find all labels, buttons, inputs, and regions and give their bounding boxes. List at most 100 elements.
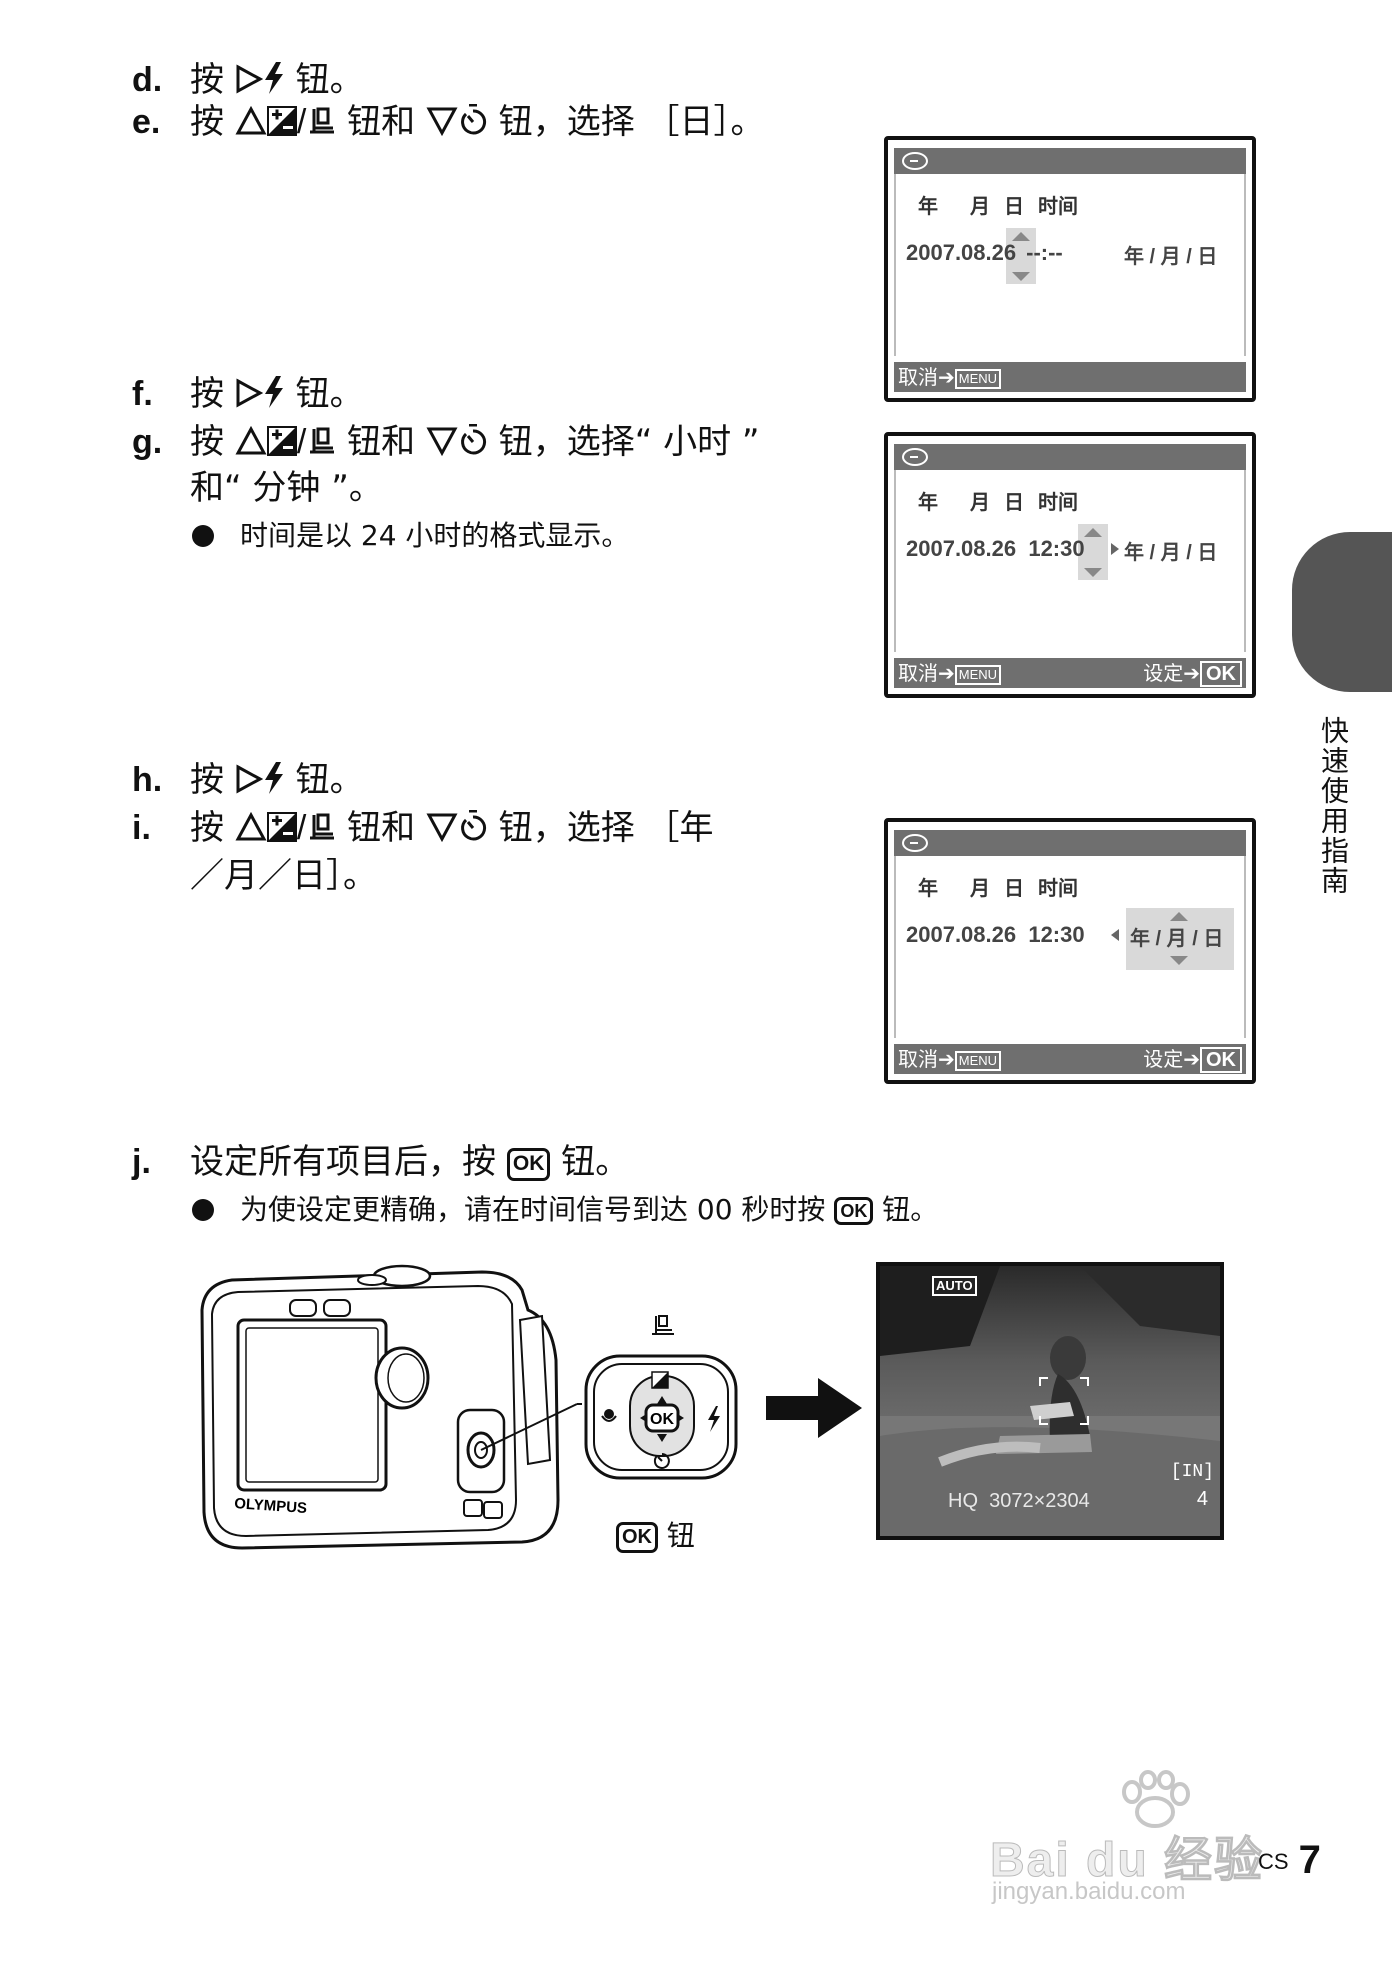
camera-live-view: AUTO [IN] HQ 3072×2304 4 (876, 1262, 1224, 1540)
down-triangle-icon (426, 813, 458, 843)
lcd-title-bar (894, 830, 1246, 856)
flash-icon (264, 62, 283, 95)
date-format: 年 / 月 / 日 (1124, 542, 1218, 564)
flash-icon (708, 1406, 720, 1432)
text-part: 钮，选择 ［日］。 (498, 102, 765, 142)
exposure-compensation-icon (266, 426, 297, 457)
ok-button-icon: OK (834, 1196, 874, 1226)
date-time-value: 2007.08.26 12:30 (906, 536, 1085, 562)
day-field: 26 (991, 240, 1017, 265)
self-timer-icon (460, 810, 486, 841)
text-part: 钮。 (561, 1142, 630, 1182)
exposure-compensation-icon (266, 812, 297, 843)
bullet-icon (192, 525, 214, 547)
step-text: 按 / 钮和 钮，选择 ［年 (190, 808, 714, 848)
section-label: 快速使用指南 (1317, 716, 1350, 896)
text-part: 钮。 (295, 374, 364, 414)
menu-key: MENU (954, 1051, 1002, 1071)
watermark-url: jingyan.baidu.com (992, 1878, 1186, 1905)
right-triangle-icon (236, 64, 263, 94)
print-icon (310, 107, 335, 134)
caption-text: 钮 (666, 1519, 695, 1552)
ok-button-icon: OK (616, 1521, 658, 1553)
print-icon (310, 813, 335, 840)
step-text: 按 / 钮和 钮，选择 ［日］。 (190, 102, 765, 142)
step-f: f. 按 钮。 (132, 370, 364, 418)
text-part: 按 (190, 102, 224, 142)
up-triangle-icon (235, 426, 267, 455)
date-part: 2007.08. (906, 240, 992, 265)
self-timer-icon (460, 104, 486, 135)
step-letter: h. (132, 761, 163, 799)
lcd-bottom-bar: 取消➔MENU 设定➔OK (894, 1044, 1246, 1074)
up-arrow-icon (1084, 528, 1102, 537)
step-letter: e. (132, 103, 161, 141)
header-time: 时间 (1038, 196, 1078, 218)
date-part: 2007.08.26 12: (906, 536, 1061, 561)
set-label: 设定 (1143, 1047, 1184, 1071)
down-arrow-icon (1012, 272, 1030, 281)
down-arrow-icon (1084, 568, 1102, 577)
lcd-body (894, 856, 1246, 1038)
bullet-icon (192, 1199, 214, 1221)
date-format: 年 / 月 / 日 (1130, 928, 1224, 950)
header-year: 年 (918, 196, 938, 218)
note-text: 钮。 (882, 1193, 939, 1226)
macro-icon (601, 1409, 617, 1422)
step-j: j.设定所有项目后，按 OK 钮。 (132, 1138, 629, 1186)
step-text: 按 / 钮和 钮，选择“ 小时 ” (190, 422, 760, 462)
date-time-value: 2007.08.26 12:30 (906, 922, 1085, 947)
down-arrow-icon (1170, 956, 1188, 965)
ok-button-icon: OK (506, 1148, 551, 1181)
memory-indicator: [IN] (1170, 1462, 1214, 1482)
step-g: g.按 / 钮和 钮，选择“ 小时 ” (132, 418, 760, 466)
header-month: 月 (970, 196, 990, 218)
text-part: 按 (190, 808, 224, 848)
lcd-screen-date: 年 月 日 时间 2007.08.26--:-- 年 / 月 / 日 取消➔ME… (884, 136, 1256, 402)
cancel-label: 取消 (898, 1047, 938, 1071)
image-quality: HQ 3072×2304 (948, 1490, 1090, 1512)
flash-icon (264, 376, 283, 409)
lcd-title-bar (894, 444, 1246, 470)
language-code: CS (1258, 1849, 1289, 1874)
text-part: 钮。 (295, 760, 364, 800)
left-arrow-icon (1111, 929, 1119, 941)
cancel-hint: 取消➔MENU (898, 658, 1002, 688)
step-e: e. 按 / 钮和 钮，选择 ［日］。 (132, 98, 765, 146)
flash-icon (264, 762, 283, 795)
header-day: 日 (1004, 196, 1024, 218)
exposure-compensation-icon (651, 1371, 669, 1389)
text-part: 设定所有项目后，按 (190, 1142, 496, 1182)
step-d: d.按 钮。 (132, 56, 364, 104)
step-text: 按 钮。 (190, 370, 364, 418)
menu-key: MENU (954, 665, 1002, 685)
arrow-right-icon (766, 1378, 862, 1438)
note-text: 时间是以 24 小时的格式显示。 (240, 519, 630, 552)
text-part: 钮，选择“ 小时 ” (498, 422, 760, 462)
lcd-body (894, 470, 1246, 652)
set-hint: 设定➔OK (1143, 658, 1242, 688)
step-h: h.按 钮。 (132, 756, 364, 804)
down-triangle-icon (426, 107, 458, 137)
clock-icon (902, 152, 928, 170)
section-tab (1292, 532, 1392, 692)
cancel-hint: 取消➔MENU (898, 362, 1002, 392)
step-letter: f. (132, 375, 153, 413)
right-arrow-icon (1111, 543, 1119, 555)
menu-key: MENU (954, 369, 1002, 389)
header-day: 日 (1004, 492, 1024, 514)
header-year: 年 (918, 492, 938, 514)
step-letter: i. (132, 809, 151, 847)
photo-scene (880, 1266, 1220, 1536)
lcd-body (894, 174, 1246, 356)
up-triangle-icon (235, 812, 267, 841)
right-triangle-icon (236, 764, 263, 794)
step-i-line2: ／月／日］。 (190, 856, 377, 896)
print-icon (652, 1315, 674, 1335)
header-month: 月 (970, 878, 990, 900)
time-field: --:-- (1026, 240, 1063, 265)
cancel-hint: 取消➔MENU (898, 1044, 1002, 1074)
dpad-illustration: OK (584, 1315, 738, 1480)
watermark-logo-text: Bai du 经验 (989, 1834, 1265, 1888)
